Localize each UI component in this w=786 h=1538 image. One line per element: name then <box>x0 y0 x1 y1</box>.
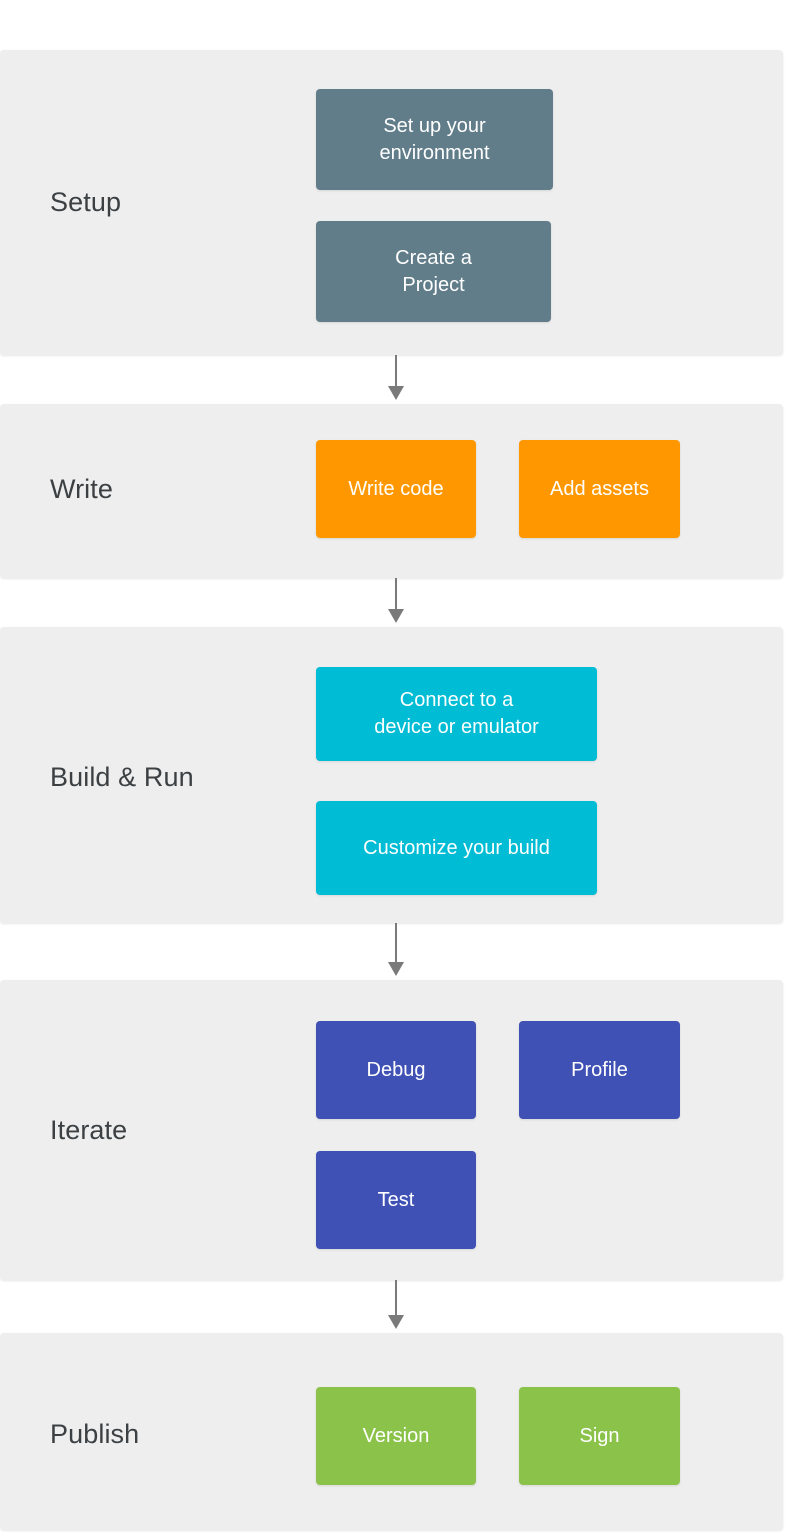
stage-label-setup: Setup <box>50 187 122 218</box>
stage-label-publish: Publish <box>50 1419 140 1450</box>
node-write-code[interactable]: Write code <box>316 440 476 538</box>
node-add-assets[interactable]: Add assets <box>519 440 680 538</box>
node-version[interactable]: Version <box>316 1387 476 1485</box>
node-label: Version <box>362 1424 430 1447</box>
node-customize-your-build[interactable]: Customize your build <box>316 801 597 895</box>
node-label: Sign <box>579 1424 620 1447</box>
connector-arrow-build-and-run-to-iterate <box>376 923 416 976</box>
node-debug[interactable]: Debug <box>316 1021 476 1119</box>
stage-label-write: Write <box>50 474 114 505</box>
connector-arrow-iterate-to-publish <box>376 1280 416 1329</box>
node-label: Profile <box>571 1058 628 1081</box>
node-test[interactable]: Test <box>316 1151 476 1249</box>
node-label: Test <box>377 1188 415 1211</box>
node-set-up-your-environment[interactable]: Set up your environment <box>316 89 553 190</box>
connector-arrow-setup-to-write <box>376 355 416 400</box>
connector-arrow-write-to-build-and-run <box>376 578 416 623</box>
node-create-a-project[interactable]: Create a Project <box>316 221 551 322</box>
node-label: Set up your environment <box>379 114 490 164</box>
node-sign[interactable]: Sign <box>519 1387 680 1485</box>
node-label: Connect to a device or emulator <box>374 689 539 738</box>
node-label: Write code <box>348 477 444 500</box>
stage-label-iterate: Iterate <box>50 1115 128 1146</box>
node-label: Customize your build <box>363 836 550 859</box>
node-connect-to-a-device-or-emulator[interactable]: Connect to a device or emulator <box>316 667 597 761</box>
node-label: Create a Project <box>395 246 472 296</box>
node-label: Debug <box>366 1058 426 1081</box>
node-label: Add assets <box>550 477 649 500</box>
stage-label-build-and-run: Build & Run <box>50 762 194 793</box>
node-profile[interactable]: Profile <box>519 1021 680 1119</box>
